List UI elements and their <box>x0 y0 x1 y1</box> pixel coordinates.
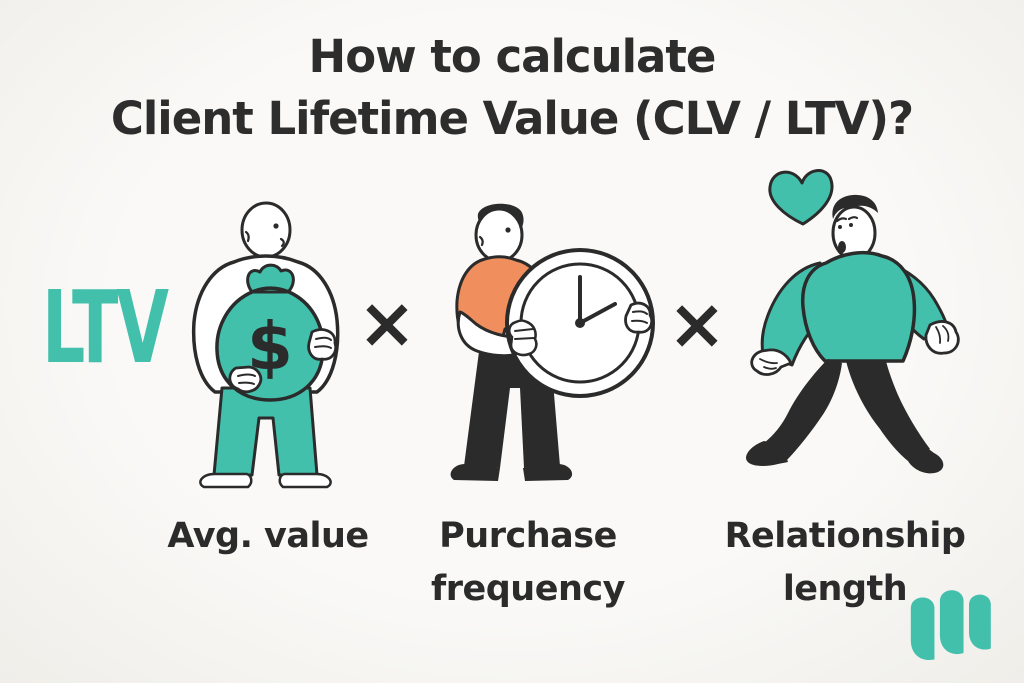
hand <box>624 301 654 334</box>
hand <box>307 328 338 361</box>
hand <box>924 320 960 355</box>
sweater <box>800 251 917 363</box>
head <box>240 201 292 259</box>
person-walking-with-heart-icon <box>746 169 960 474</box>
leg <box>846 361 930 461</box>
title-line-1: How to calculate <box>308 30 717 83</box>
person-holding-clock-icon <box>450 203 655 481</box>
heart-icon <box>768 169 834 226</box>
head <box>474 207 524 263</box>
factor-label-relationship-length: Relationship length <box>724 516 966 609</box>
multiply-operator: × <box>667 283 727 365</box>
page-title: How to calculate Client Lifetime Value (… <box>0 26 1024 150</box>
multiply-operator: × <box>357 282 417 364</box>
shoe <box>278 472 332 489</box>
title-line-2: Client Lifetime Value (CLV / LTV)? <box>110 92 914 146</box>
hair <box>832 194 878 219</box>
hand <box>228 365 263 394</box>
factor-avg-value-illustration: $ <box>186 192 346 492</box>
brand-logo-triple-stroke-m <box>910 590 991 661</box>
shoe <box>908 447 944 474</box>
factor-purchase-frequency-illustration <box>428 198 663 490</box>
factor-label-avg-value: Avg. value <box>167 516 369 556</box>
hour-hand <box>578 302 617 325</box>
brand-logo <box>903 583 995 663</box>
shoe <box>199 472 253 489</box>
shoe <box>523 464 573 481</box>
factor-relationship-length-illustration <box>740 163 975 493</box>
factor-label-purchase-frequency: Purchase frequency <box>431 516 625 609</box>
leg <box>764 359 842 463</box>
shoe <box>746 441 788 466</box>
mouth <box>838 241 846 253</box>
ltv-result-label: LTV <box>42 269 169 386</box>
person-hugging-money-bag-icon: $ <box>191 201 340 489</box>
shoe <box>450 464 500 481</box>
